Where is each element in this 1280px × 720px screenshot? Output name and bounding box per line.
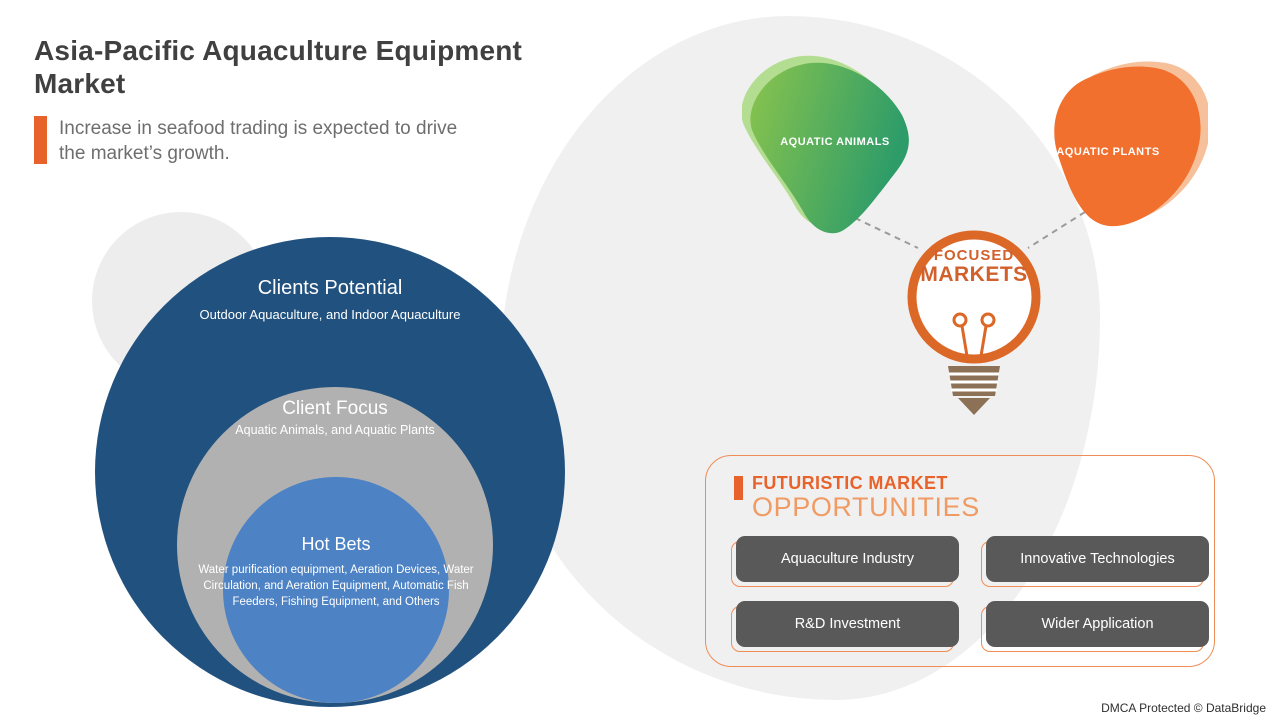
clients-potential-text: Clients Potential Outdoor Aquaculture, a… (150, 277, 510, 322)
opportunities-grid: Aquaculture Industry Innovative Technolo… (731, 536, 1209, 652)
opportunity-item: Wider Application (981, 601, 1209, 652)
client-focus-text: Client Focus Aquatic Animals, and Aquati… (185, 398, 485, 437)
opportunities-heading-line2: OPPORTUNITIES (752, 492, 980, 522)
dmca-footer: DMCA Protected © DataBridge (1101, 701, 1266, 715)
hot-bets-title: Hot Bets (301, 534, 371, 554)
aquatic-animals-blob (742, 55, 909, 234)
opportunity-aquaculture-industry: Aquaculture Industry (736, 536, 959, 582)
opportunities-panel: FUTURISTIC MARKET OPPORTUNITIES Aquacult… (705, 455, 1215, 667)
opportunities-heading: FUTURISTIC MARKET OPPORTUNITIES (734, 473, 980, 523)
lightbulb-icon (907, 230, 1041, 415)
focused-label-line1: FOCUSED (933, 247, 1015, 264)
focused-markets-label: FOCUSED MARKETS (908, 247, 1040, 287)
opportunity-rd-investment: R&D Investment (736, 601, 959, 647)
subtitle-row: Increase in seafood trading is expected … (34, 116, 614, 166)
aquatic-plants-blob (1054, 61, 1208, 227)
opportunities-accent-bar (734, 476, 743, 500)
aquatic-plants-label: AQUATIC PLANTS (1056, 146, 1160, 158)
opportunity-item: R&D Investment (731, 601, 959, 652)
opportunity-item: Innovative Technologies (981, 536, 1209, 587)
client-focus-desc: Aquatic Animals, and Aquatic Plants (235, 423, 435, 437)
opportunity-item: Aquaculture Industry (731, 536, 959, 587)
clients-potential-desc: Outdoor Aquaculture, and Indoor Aquacult… (199, 307, 461, 322)
circle-hot-bets (223, 477, 449, 703)
opportunities-heading-line1: FUTURISTIC MARKET (752, 473, 948, 493)
accent-bar (34, 116, 47, 165)
connector-lines (854, 211, 1086, 249)
hot-bets-desc: Water purification equipment, Aeration D… (198, 564, 474, 609)
hot-bets-text: Hot Bets Water purification equipment, A… (196, 534, 476, 610)
clients-potential-title: Clients Potential (257, 277, 403, 299)
opportunity-wider-application: Wider Application (986, 601, 1209, 647)
opportunity-innovative-technologies: Innovative Technologies (986, 536, 1209, 582)
aquatic-animals-label: AQUATIC ANIMALS (780, 136, 890, 148)
header: Asia-Pacific Aquaculture Equipment Marke… (34, 34, 614, 166)
subtitle: Increase in seafood trading is expected … (59, 118, 458, 165)
focused-label-line2: MARKETS (920, 263, 1028, 286)
page-title: Asia-Pacific Aquaculture Equipment Marke… (34, 35, 523, 100)
client-focus-title: Client Focus (282, 398, 388, 419)
